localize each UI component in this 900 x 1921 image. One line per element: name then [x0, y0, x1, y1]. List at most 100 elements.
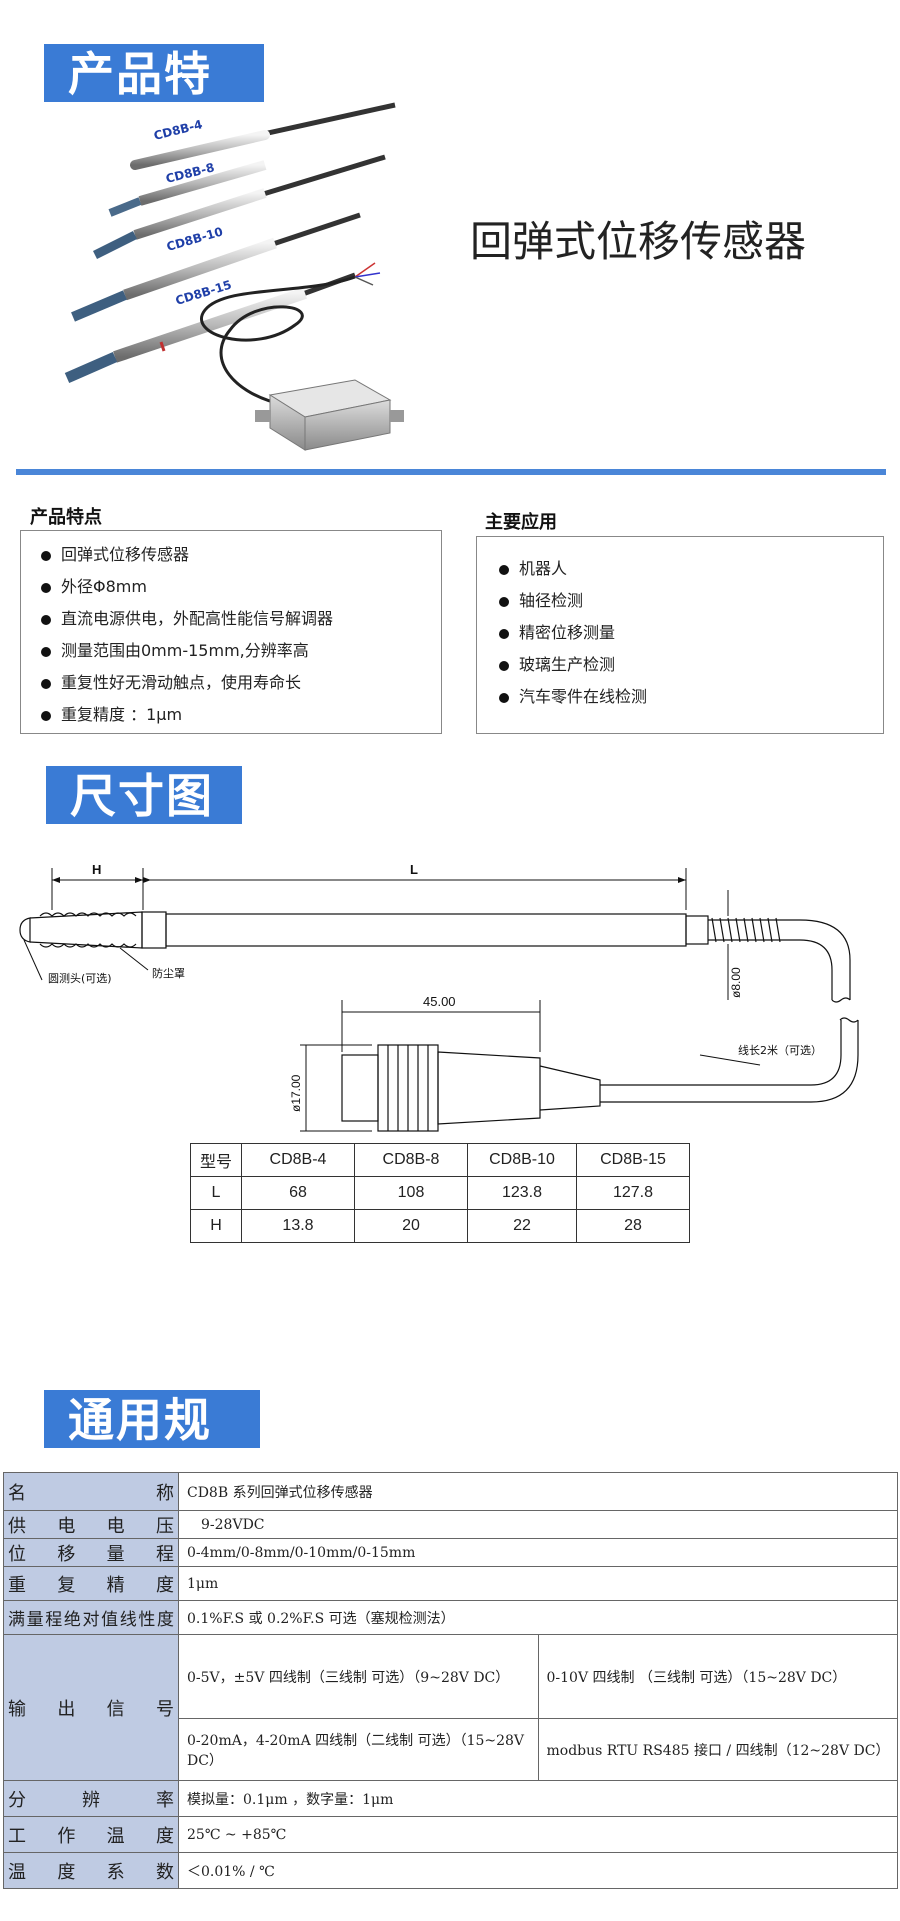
bullet-dot — [499, 564, 509, 575]
ball-tip-label: 圆测头(可选) — [48, 972, 112, 985]
table-header-cell: CD8B-10 — [467, 1143, 577, 1177]
feature-item: 测量范围由0mm-15mm,分辨率高 — [41, 635, 441, 667]
diameter-17-label: ø17.00 — [289, 1074, 303, 1112]
table-header-cell: CD8B-8 — [354, 1143, 468, 1177]
l-dimension-label: L — [410, 862, 418, 877]
table-header-cell: 型号 — [190, 1143, 242, 1177]
model-tag-1: CD8B-4 — [152, 117, 204, 143]
table-cell: 28 — [576, 1209, 690, 1243]
feature-text: 重复精度 ：1μm — [61, 705, 183, 724]
dim-45-label: 45.00 — [423, 994, 456, 1009]
model-tag-3: CD8B-10 — [165, 224, 225, 253]
spec-value: 0-10V 四线制 （三线制 可选）（15~28V DC） — [537, 1634, 898, 1719]
app-text: 轴径检测 — [519, 591, 584, 610]
amplifier-box — [255, 379, 404, 451]
feature-text: 回弹式位移传感器 — [61, 545, 190, 564]
bullet-dot — [41, 646, 51, 657]
spec-value: 模拟量：0.1μm ，数字量：1μm — [178, 1780, 898, 1817]
dimension-banner: 尺寸图 — [46, 766, 242, 824]
table-row: H 13.8 20 22 28 — [190, 1209, 690, 1243]
bullet-dot — [499, 692, 509, 703]
h-dimension-label: H — [92, 862, 101, 877]
table-cell: H — [190, 1209, 242, 1243]
feature-item: 外径Φ8mm — [41, 571, 441, 603]
feature-item: 重复性好无滑动触点，使用寿命长 — [41, 667, 441, 699]
spec-row-supply: 供电电压 9-28VDC — [3, 1510, 898, 1539]
spec-value: 25℃ ~ +85℃ — [178, 1816, 898, 1853]
app-item: 机器人 — [499, 553, 883, 585]
spec-row-temp: 工作温度 25℃ ~ +85℃ — [3, 1816, 898, 1853]
spec-row-linearity: 满量程绝对值线性度 0.1%F.S 或 0.2%F.S 可选（塞规检测法） — [3, 1600, 898, 1635]
spec-row-resolution: 分辨率 模拟量：0.1μm ，数字量：1μm — [3, 1780, 898, 1817]
bullet-dot — [41, 582, 51, 593]
table-cell: 13.8 — [241, 1209, 355, 1243]
feature-text: 外径Φ8mm — [61, 577, 147, 596]
feature-item: 回弹式位移传感器 — [41, 539, 441, 571]
sensor-rod-1 — [130, 102, 396, 170]
table-header-cell: CD8B-15 — [576, 1143, 690, 1177]
model-tag-4: CD8B-15 — [174, 278, 234, 308]
product-title: 回弹式位移传感器 — [470, 217, 807, 266]
section-divider — [16, 469, 886, 475]
bullet-dot — [41, 550, 51, 561]
spec-value: 0-20mA，4-20mA 四线制（二线制 可选）（15~28V DC） — [178, 1718, 539, 1781]
app-item: 汽车零件在线检测 — [499, 681, 883, 713]
table-cell: L — [190, 1176, 242, 1210]
features-banner: 产品特点 — [44, 44, 264, 161]
features-box-title: 产品特点 — [30, 507, 102, 528]
sensor-cable — [200, 275, 356, 407]
table-cell: 108 — [354, 1176, 468, 1210]
table-header-cell: CD8B-4 — [241, 1143, 355, 1177]
bullet-dot — [41, 710, 51, 721]
app-item: 轴径检测 — [499, 585, 883, 617]
dimension-drawing: H L — [19, 862, 859, 1132]
spec-value: 9-28VDC — [178, 1510, 898, 1539]
probe-drawing — [19, 911, 859, 1132]
apps-box: 机器人 轴径检测 精密位移测量 玻璃生产检测 汽车零件在线检测 — [476, 536, 884, 734]
spec-label: 位移量程 — [3, 1538, 179, 1567]
feature-item: 重复精度 ：1μm — [41, 699, 441, 731]
feature-text: 测量范围由0mm-15mm,分辨率高 — [61, 641, 309, 660]
app-text: 精密位移测量 — [519, 623, 616, 642]
spec-value: 0-4mm/0-8mm/0-10mm/0-15mm — [178, 1538, 898, 1567]
spec-label: 供电电压 — [3, 1510, 179, 1539]
spec-value: 0-5V，±5V 四线制（三线制 可选）（9~28V DC） — [178, 1634, 539, 1719]
spec-value: ＜0.01% / ℃ — [178, 1852, 898, 1889]
apps-box-title: 主要应用 — [485, 512, 557, 533]
spec-banner: 通用规格 — [44, 1390, 260, 1507]
bullet-dot — [41, 678, 51, 689]
app-item: 精密位移测量 — [499, 617, 883, 649]
bullet-dot — [41, 614, 51, 625]
table-row: L 68 108 123.8 127.8 — [190, 1176, 690, 1210]
bullet-dot — [499, 628, 509, 639]
spec-row-range: 位移量程 0-4mm/0-8mm/0-10mm/0-15mm — [3, 1538, 898, 1567]
table-cell: 22 — [467, 1209, 577, 1243]
app-text: 机器人 — [519, 559, 568, 578]
dust-cover-label: 防尘罩 — [152, 966, 185, 980]
feature-text: 直流电源供电，外配高性能信号解调器 — [61, 609, 334, 628]
features-box: 回弹式位移传感器 外径Φ8mm 直流电源供电，外配高性能信号解调器 测量范围由0… — [20, 530, 442, 734]
spec-row-output-1: 输出信号 0-5V，±5V 四线制（三线制 可选）（9~28V DC） 0-10… — [3, 1634, 898, 1781]
spec-row-repeat: 重复精度 1μm — [3, 1566, 898, 1601]
spec-value: modbus RTU RS485 接口 / 四线制（12~28V DC） — [537, 1718, 898, 1781]
dimension-table: 型号 CD8B-4 CD8B-8 CD8B-10 CD8B-15 L 68 10… — [190, 1143, 690, 1243]
sensor-rod-1b — [108, 160, 267, 217]
feature-text: 重复性好无滑动触点，使用寿命长 — [61, 673, 302, 692]
spec-label: 名称 — [3, 1472, 179, 1511]
spec-label: 分辨率 — [3, 1780, 179, 1817]
sensor-rod-2 — [92, 154, 386, 260]
spec-table: 名称 CD8B 系列回弹式位移传感器 供电电压 9-28VDC 位移量程 0-4… — [3, 1472, 898, 1889]
table-cell: 123.8 — [467, 1176, 577, 1210]
table-header-row: 型号 CD8B-4 CD8B-8 CD8B-10 CD8B-15 — [190, 1143, 690, 1177]
spec-label: 重复精度 — [3, 1566, 179, 1601]
app-item: 玻璃生产检测 — [499, 649, 883, 681]
app-text: 汽车零件在线检测 — [519, 687, 648, 706]
diameter-8-label: ø8.00 — [729, 967, 743, 998]
cable-length-label: 线长2米（可选） — [738, 1043, 822, 1057]
sensor-rod-3 — [71, 212, 361, 322]
spec-label: 温度系数 — [3, 1852, 179, 1889]
spec-value: 0.1%F.S 或 0.2%F.S 可选（塞规检测法） — [178, 1600, 898, 1635]
spec-value: CD8B 系列回弹式位移传感器 — [178, 1472, 898, 1511]
spec-row-name: 名称 CD8B 系列回弹式位移传感器 — [3, 1472, 898, 1511]
table-cell: 20 — [354, 1209, 468, 1243]
